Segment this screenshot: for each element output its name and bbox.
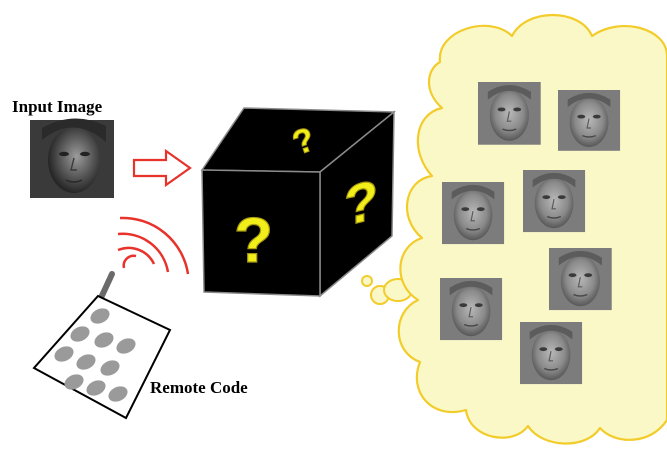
question-mark-side: ? xyxy=(344,168,378,239)
face-thumbnail-icon xyxy=(519,321,583,385)
question-mark-front: ? xyxy=(234,204,273,276)
face-thumbnail-icon xyxy=(441,181,505,245)
face-thumbnail-icon xyxy=(522,169,586,233)
face-thumbnail-icon xyxy=(548,247,613,311)
remote-control-icon xyxy=(32,271,172,420)
face-thumbnail-icon xyxy=(439,277,503,341)
remote-code-label: Remote Code xyxy=(150,378,248,397)
face-thumbnail-icon xyxy=(557,89,621,152)
input-image-label: Input Image xyxy=(12,97,103,116)
wireless-signal-icon xyxy=(117,216,190,275)
right-arrow-icon xyxy=(132,148,192,188)
face-thumbnail-icon xyxy=(477,81,542,146)
face-photo-icon xyxy=(30,118,114,198)
black-box-icon: ? ? ? xyxy=(200,107,397,298)
